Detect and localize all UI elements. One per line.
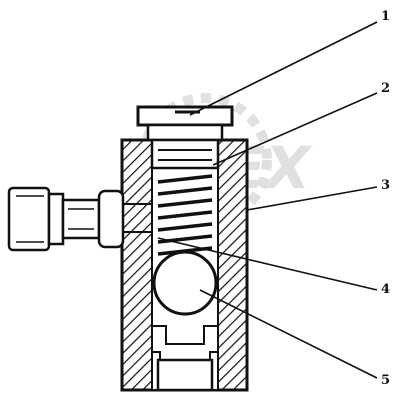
spring-guide [150,138,220,170]
leader-line-5 [199,289,378,379]
top-cap [136,105,234,142]
side-inlet-port [122,203,153,233]
callout-4: 4 [381,282,390,297]
leader-line-4 [157,237,378,291]
leader-line-1 [189,21,378,116]
callout-5: 5 [381,373,390,388]
leader-line-2 [212,92,378,166]
callout-1: 1 [381,9,390,24]
quick-connect-fitting [7,186,125,252]
outlet-port [156,358,214,392]
callout-3: 3 [381,178,390,193]
check-ball [152,250,218,316]
callout-2: 2 [381,81,390,96]
leader-line-3 [246,186,378,211]
